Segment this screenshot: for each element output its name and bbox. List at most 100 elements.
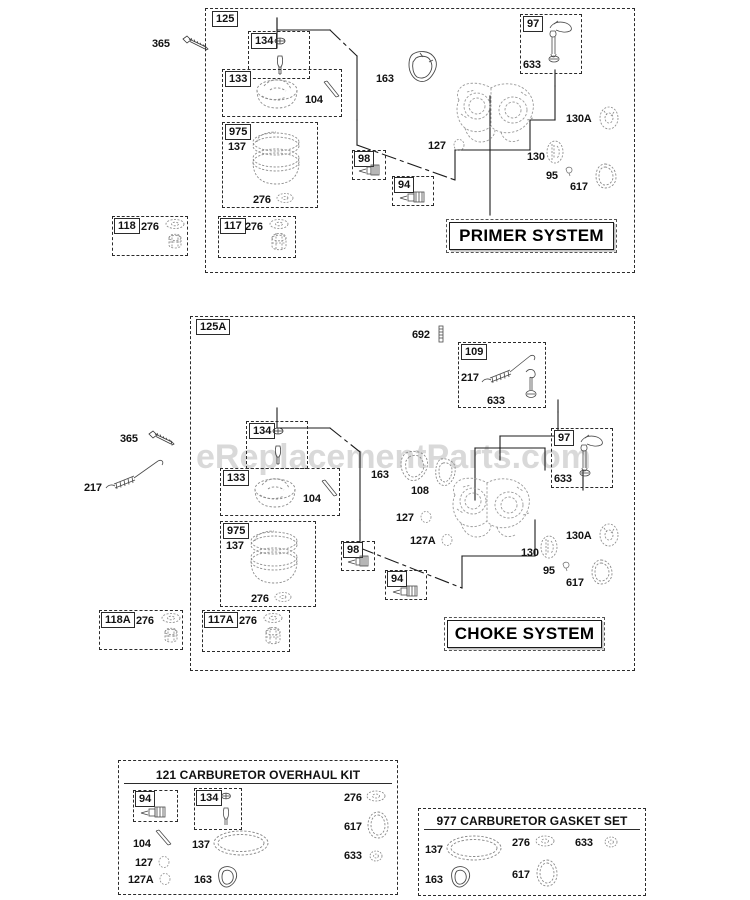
choke-part-617-gasket bbox=[590, 558, 614, 586]
primer-part-94-jet bbox=[398, 189, 430, 203]
gasket-set-divider bbox=[424, 829, 640, 830]
choke-part-127A-plug bbox=[440, 533, 454, 547]
primer-part-118-assembly bbox=[164, 218, 188, 252]
primer-part-617-gasket bbox=[594, 162, 618, 190]
choke-part-98-jet bbox=[346, 554, 372, 568]
overhaul-label-94: 94 bbox=[135, 791, 156, 807]
primer-label-276-in-118: 276 bbox=[141, 221, 159, 233]
choke-part-365-screw bbox=[146, 428, 176, 446]
primer-part-95-screw bbox=[564, 165, 576, 177]
primer-box-94 bbox=[392, 176, 434, 206]
primer-label-94: 94 bbox=[394, 177, 415, 193]
choke-box-94 bbox=[385, 570, 427, 600]
primer-label-365: 365 bbox=[152, 38, 170, 50]
gasket-label-633: 633 bbox=[575, 837, 593, 849]
choke-label-633: 633 bbox=[554, 473, 572, 485]
gasket-part-633-seal bbox=[603, 835, 619, 849]
choke-label-104: 104 bbox=[303, 493, 321, 505]
primer-part-137-float-bowl-gasket bbox=[245, 128, 307, 194]
primer-label-97: 97 bbox=[523, 16, 544, 32]
gasket-label-276: 276 bbox=[512, 837, 530, 849]
choke-label-98: 98 bbox=[343, 542, 364, 558]
primer-box-975 bbox=[222, 122, 318, 208]
primer-label-130A: 130A bbox=[566, 113, 592, 125]
primer-label-137: 137 bbox=[228, 141, 246, 153]
primer-part-98-jet bbox=[357, 163, 383, 177]
choke-part-94-jet bbox=[391, 583, 423, 597]
gasket-set-frame bbox=[418, 808, 646, 896]
choke-label-108: 108 bbox=[411, 485, 429, 497]
overhaul-part-163-gasket bbox=[214, 864, 240, 890]
overhaul-part-127A-plug bbox=[158, 872, 172, 886]
gasket-label-617: 617 bbox=[512, 869, 530, 881]
primer-label-117: 117 bbox=[220, 218, 246, 234]
primer-system-title: PRIMER SYSTEM bbox=[459, 226, 604, 245]
primer-part-276-washer-in-975 bbox=[276, 192, 294, 204]
choke-part-130A-spring-washer bbox=[598, 523, 620, 547]
overhaul-label-137: 137 bbox=[192, 839, 210, 851]
choke-part-117A-assembly bbox=[262, 612, 286, 648]
choke-system-frame bbox=[190, 316, 635, 671]
choke-label-118A: 118A bbox=[101, 612, 135, 628]
overhaul-part-276-washer bbox=[366, 789, 386, 803]
gasket-set-title: 977 CARBURETOR GASKET SET bbox=[436, 814, 628, 828]
choke-label-130: 130 bbox=[521, 547, 539, 559]
overhaul-part-104-pin bbox=[154, 829, 174, 849]
choke-system-title: CHOKE SYSTEM bbox=[454, 624, 595, 643]
watermark-text: eReplacementParts.com bbox=[196, 438, 591, 476]
primer-part-134-needle bbox=[272, 36, 294, 78]
primer-part-130-washer bbox=[545, 140, 565, 164]
primer-part-127-plug bbox=[452, 138, 466, 152]
overhaul-label-127A: 127A bbox=[128, 874, 154, 886]
primer-label-98: 98 bbox=[354, 151, 375, 167]
gasket-part-137-bowl-gasket bbox=[445, 833, 503, 863]
choke-label-133: 133 bbox=[223, 470, 250, 486]
choke-label-117A: 117A bbox=[204, 612, 238, 628]
primer-label-130: 130 bbox=[527, 151, 545, 163]
choke-part-118A-assembly bbox=[160, 612, 184, 646]
choke-label-137: 137 bbox=[226, 540, 244, 552]
choke-part-carburetor-body bbox=[443, 473, 539, 547]
choke-part-108-gasket bbox=[432, 456, 460, 490]
primer-system-frame bbox=[205, 8, 635, 273]
gasket-label-137: 137 bbox=[425, 844, 443, 856]
primer-box-133 bbox=[222, 69, 342, 117]
gasket-part-276-washer bbox=[535, 834, 555, 848]
choke-part-133-choke-plate bbox=[248, 473, 304, 513]
primer-label-633: 633 bbox=[523, 59, 541, 71]
primer-label-276-in-975: 276 bbox=[253, 194, 271, 206]
choke-part-97-throttle-shaft bbox=[571, 432, 607, 484]
choke-label-365: 365 bbox=[120, 433, 138, 445]
choke-box-118A bbox=[99, 610, 183, 650]
choke-box-117A bbox=[202, 610, 290, 652]
primer-label-127: 127 bbox=[428, 140, 446, 152]
gasket-label-163: 163 bbox=[425, 874, 443, 886]
overhaul-label-276: 276 bbox=[344, 792, 362, 804]
primer-box-134 bbox=[248, 31, 310, 79]
overhaul-part-134-needle bbox=[219, 791, 239, 829]
choke-box-133 bbox=[220, 468, 340, 516]
choke-label-217: 217 bbox=[84, 482, 102, 494]
primer-part-carburetor-body bbox=[447, 78, 543, 152]
choke-label-95: 95 bbox=[543, 565, 555, 577]
choke-part-104-pin bbox=[320, 479, 340, 501]
choke-label-163: 163 bbox=[371, 469, 389, 481]
primer-part-97-throttle-shaft bbox=[540, 18, 576, 70]
choke-label-97: 97 bbox=[554, 430, 575, 446]
gasket-part-163-gasket bbox=[447, 864, 473, 890]
primer-label-95: 95 bbox=[546, 170, 558, 182]
primer-label-118: 118 bbox=[114, 218, 140, 234]
overhaul-label-127: 127 bbox=[135, 857, 153, 869]
choke-label-276-in-117A: 276 bbox=[239, 615, 257, 627]
choke-label-276-in-118A: 276 bbox=[136, 615, 154, 627]
primer-system-title-plate: PRIMER SYSTEM bbox=[446, 219, 617, 253]
choke-part-163-gasket bbox=[396, 448, 432, 486]
primer-part-365-screw bbox=[180, 33, 210, 51]
overhaul-part-127-plug bbox=[157, 855, 171, 869]
choke-label-109: 109 bbox=[461, 344, 488, 360]
primer-plate-outline bbox=[446, 219, 617, 253]
primer-part-117-assembly bbox=[268, 218, 292, 254]
choke-label-617: 617 bbox=[566, 577, 584, 589]
primer-part-104-pin bbox=[322, 80, 342, 102]
